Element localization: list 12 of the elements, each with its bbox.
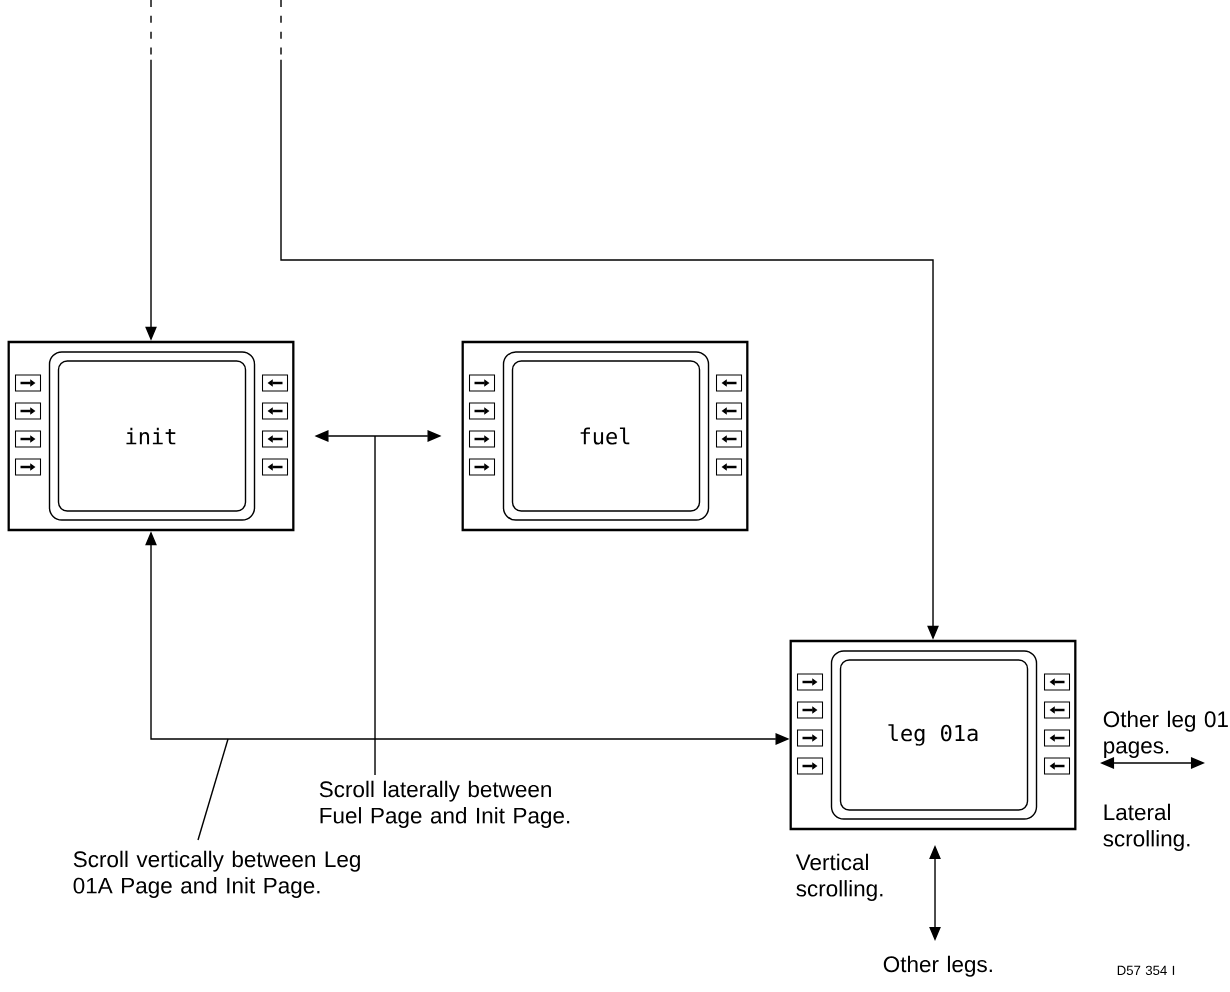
note-text: Vertical scrolling. — [795, 853, 883, 901]
note-text: Other leg 01 pages. — [1103, 710, 1228, 758]
annotation-text: Scroll laterally between Fuel Page and Init Page. — [319, 780, 570, 828]
display-unit: init — [7, 340, 295, 532]
display-unit: leg 01a — [789, 639, 1077, 831]
leader-line — [197, 738, 229, 841]
display-unit: fuel — [461, 340, 749, 532]
note-text: Lateral scrolling. — [1103, 803, 1190, 851]
note-text: D57 354 I — [1117, 965, 1175, 976]
note-text: Other legs. — [883, 955, 992, 977]
annotation-text: Scroll vertically between Leg 01A Page and Init Page. — [73, 850, 360, 898]
leader-line — [374, 435, 376, 776]
